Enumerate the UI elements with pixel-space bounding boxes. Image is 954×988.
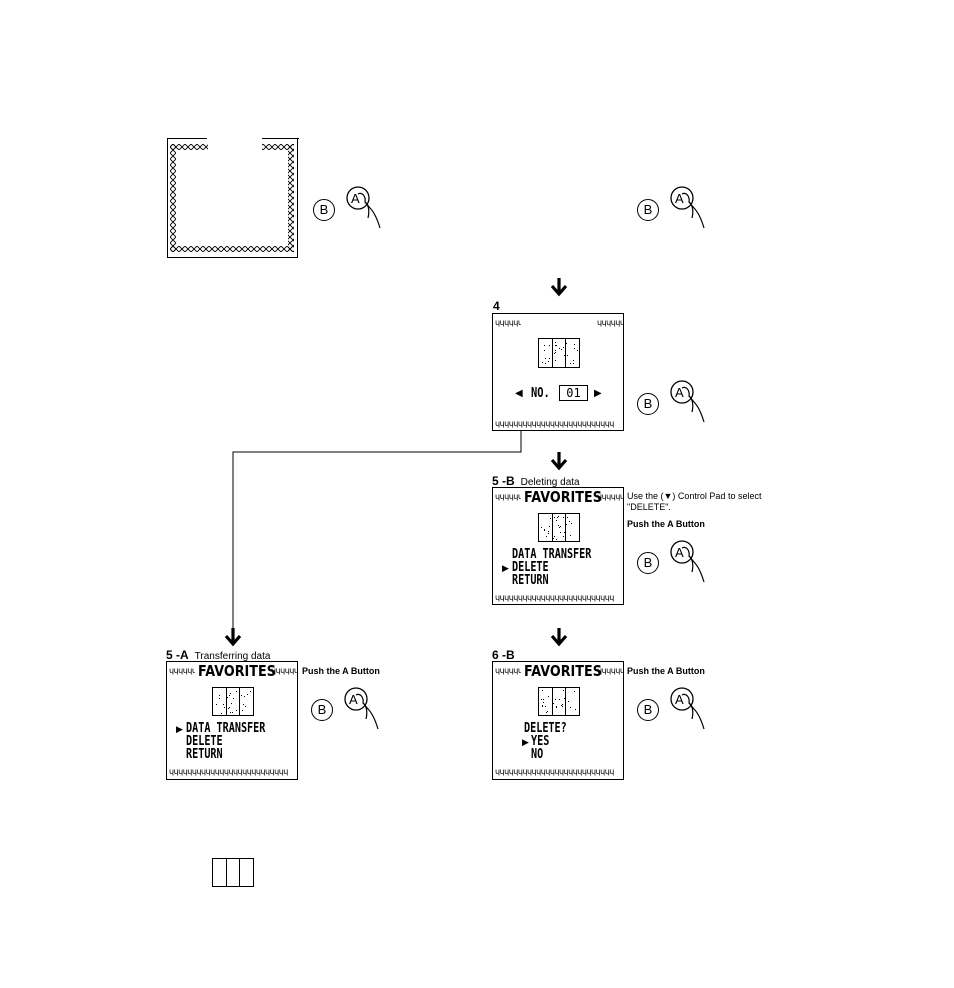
screen-border-bottom: ɥɥɥɥɥɥɥɥɥɥɥɥɥɥɥɥɥɥɥɥɥɥɥɥɥɥ [495, 768, 614, 776]
down-arrow-icon [550, 452, 568, 471]
screen-border-top-left: ɥɥɥɥɥɥɥɥɥɥɥɥɥɥɥɥɥɥɥɥɥɥɥɥɥɥ [495, 493, 521, 501]
menu-item-return: RETURN [186, 747, 223, 762]
cartridge-slots-icon [538, 338, 580, 368]
svg-text:A: A [675, 385, 684, 400]
screen-border-top-right: ɥɥɥɥɥɥɥɥɥɥɥɥɥɥɥɥɥɥɥɥɥɥɥɥɥɥ [597, 667, 623, 675]
menu-item-yes: YES [531, 734, 550, 749]
a-button-press-icon: A [344, 687, 379, 730]
delete-confirm-prompt: DELETE? [524, 721, 567, 736]
step-4-screen: ɥɥɥɥɥɥɥɥɥɥɥɥɥɥɥɥɥɥɥɥɥɥɥɥɥɥ ɥɥɥɥɥɥɥɥɥɥɥɥɥ… [492, 313, 624, 431]
a-button-press-icon: A [670, 687, 705, 730]
b-button-icon: B [637, 393, 659, 415]
screen-border-bottom: ɥɥɥɥɥɥɥɥɥɥɥɥɥɥɥɥɥɥɥɥɥɥɥɥɥɥ [495, 420, 614, 428]
screen-border-top-left: ɥɥɥɥɥɥɥɥɥɥɥɥɥɥɥɥɥɥɥɥɥɥɥɥɥɥ [495, 667, 521, 675]
screen-top-edge-right [262, 138, 299, 140]
cartridge-slots-icon [212, 687, 254, 716]
menu-item-return: RETURN [512, 573, 549, 588]
screen-border-top-left: ɥɥɥɥɥɥɥɥɥɥɥɥɥɥɥɥɥɥɥɥɥɥɥɥɥɥ [169, 667, 195, 675]
step-5b-screen: ɥɥɥɥɥɥɥɥɥɥɥɥɥɥɥɥɥɥɥɥɥɥɥɥɥɥ FAVORITES ɥɥɥ… [492, 487, 624, 605]
step-5a-sublabel: Transferring data [194, 651, 271, 662]
screen-title: FAVORITES [524, 488, 602, 506]
b-button-icon: B [637, 699, 659, 721]
selection-pointer-icon: ▶ [176, 724, 183, 734]
menu-item-data-transfer: DATA TRANSFER [186, 721, 266, 736]
down-arrow-icon [550, 278, 568, 297]
menu-item-delete: DELETE [186, 734, 223, 749]
svg-text:A: A [675, 545, 684, 560]
left-arrow-icon: ◀ [515, 388, 523, 399]
screen-top-edge-left [167, 138, 207, 140]
selection-pointer-icon: ▶ [502, 563, 509, 573]
a-button-press-icon: A [346, 186, 381, 229]
screen-border-top-right: ɥɥɥɥɥɥɥɥɥɥɥɥɥɥɥɥɥɥɥɥɥɥɥɥɥɥ [597, 319, 623, 327]
menu-item-delete: DELETE [512, 560, 549, 575]
a-button-press-icon: A [670, 540, 705, 583]
step-5b-sublabel: Deleting data [520, 477, 580, 488]
screen-title: FAVORITES [198, 662, 276, 680]
a-button-press-icon: A [670, 380, 705, 423]
right-arrow-icon: ▶ [594, 388, 602, 399]
b-button-icon: B [637, 552, 659, 574]
b-button-icon: B [313, 199, 335, 221]
step-6b-push-instruction: Push the A Button [627, 666, 705, 676]
step-5b-instruction: Use the (▼) Control Pad to select "DELET… [627, 491, 762, 512]
step-6b-screen: ɥɥɥɥɥɥɥɥɥɥɥɥɥɥɥɥɥɥɥɥɥɥɥɥɥɥ FAVORITES ɥɥɥ… [492, 661, 624, 780]
cartridge-slots-icon [538, 687, 580, 716]
no-value-box: 01 [559, 385, 588, 401]
menu-item-data-transfer: DATA TRANSFER [512, 547, 592, 562]
step-4-label: 4 [493, 299, 500, 313]
selection-pointer-icon: ▶ [522, 737, 529, 747]
b-button-icon: B [637, 199, 659, 221]
decorative-border [170, 144, 294, 252]
menu-item-no: NO [531, 747, 544, 762]
down-arrow-icon [224, 628, 242, 647]
step-5b-push-instruction: Push the A Button [627, 519, 705, 529]
connector-line [232, 430, 522, 630]
down-arrow-icon [550, 628, 568, 647]
step-5a-push-instruction: Push the A Button [302, 666, 380, 676]
no-label: NO. [531, 386, 550, 401]
screen-border-bottom: ɥɥɥɥɥɥɥɥɥɥɥɥɥɥɥɥɥɥɥɥɥɥɥɥɥɥ [169, 768, 288, 776]
screen-border-top-left: ɥɥɥɥɥɥɥɥɥɥɥɥɥɥɥɥɥɥɥɥɥɥɥɥɥɥ [495, 319, 521, 327]
top-partial-screen [167, 138, 299, 258]
step-6b-label: 6 -B [492, 648, 515, 662]
a-button-press-icon: A [670, 186, 705, 229]
screen-border-bottom: ɥɥɥɥɥɥɥɥɥɥɥɥɥɥɥɥɥɥɥɥɥɥɥɥɥɥ [495, 594, 614, 602]
cartridge-slots-icon [538, 513, 580, 542]
screen-border-top-right: ɥɥɥɥɥɥɥɥɥɥɥɥɥɥɥɥɥɥɥɥɥɥɥɥɥɥ [271, 667, 297, 675]
b-button-icon: B [311, 699, 333, 721]
svg-text:A: A [675, 191, 684, 206]
svg-text:A: A [349, 692, 358, 707]
svg-text:A: A [351, 191, 360, 206]
step-5a-screen: ɥɥɥɥɥɥɥɥɥɥɥɥɥɥɥɥɥɥɥɥɥɥɥɥɥɥ FAVORITES ɥɥɥ… [166, 661, 298, 780]
svg-text:A: A [675, 692, 684, 707]
cartridge-slots-icon [212, 858, 254, 887]
screen-title: FAVORITES [524, 662, 602, 680]
screen-border-top-right: ɥɥɥɥɥɥɥɥɥɥɥɥɥɥɥɥɥɥɥɥɥɥɥɥɥɥ [597, 493, 623, 501]
